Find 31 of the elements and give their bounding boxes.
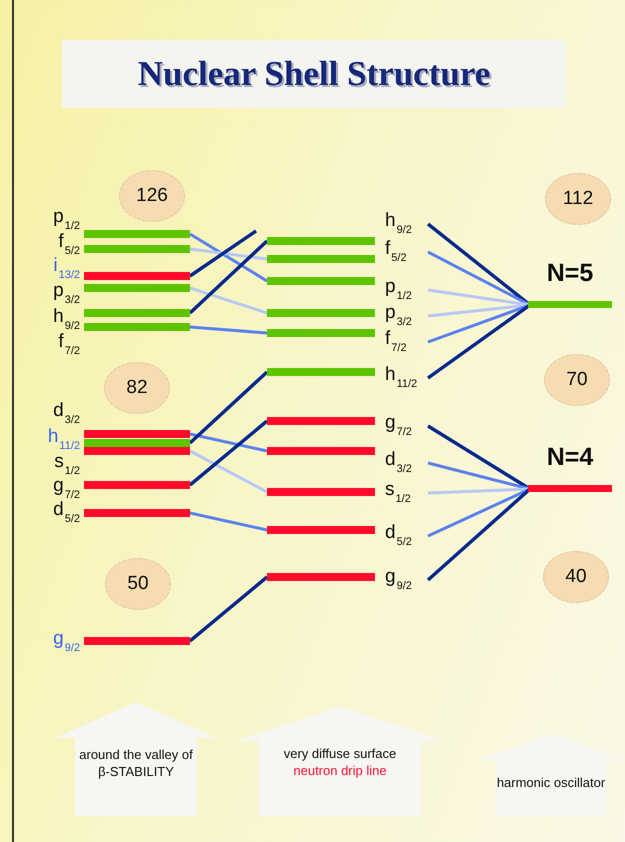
connector-line [189, 230, 257, 278]
connector-line [188, 370, 268, 444]
connector-line [427, 304, 531, 344]
magic-number-ellipse: 50 [105, 558, 171, 610]
connector-line [190, 248, 268, 260]
connector-line [428, 288, 530, 306]
magic-number-ellipse: 70 [544, 354, 610, 406]
magic-number-ellipse: 126 [119, 170, 185, 222]
shell-label: N=5 [546, 261, 594, 286]
connector-line [188, 576, 268, 642]
connector-line [189, 450, 268, 494]
connector-line [190, 512, 268, 532]
shell-label: N=4 [546, 445, 594, 470]
connector-line [190, 326, 268, 334]
caption-text: around the valley of β-STABILITY [78, 746, 194, 780]
magic-number-ellipse: 40 [543, 551, 609, 603]
magic-number-ellipse: 82 [104, 362, 170, 414]
caption-text: very diffuse surface [284, 745, 396, 762]
connector-line [426, 488, 532, 582]
connector-line [426, 304, 532, 380]
connector-line [190, 432, 268, 452]
connector-line [428, 462, 530, 490]
magic-number-ellipse: 112 [545, 173, 611, 225]
title-banner: Nuclear Shell Structure [62, 40, 566, 108]
connector-line [190, 286, 268, 314]
connector-line [428, 488, 530, 494]
connector-line [189, 232, 268, 282]
connector-line [188, 240, 268, 314]
caption-text: neutron drip line [293, 762, 387, 779]
connector-line [188, 420, 268, 486]
caption-text: harmonic oscillator [496, 774, 606, 791]
